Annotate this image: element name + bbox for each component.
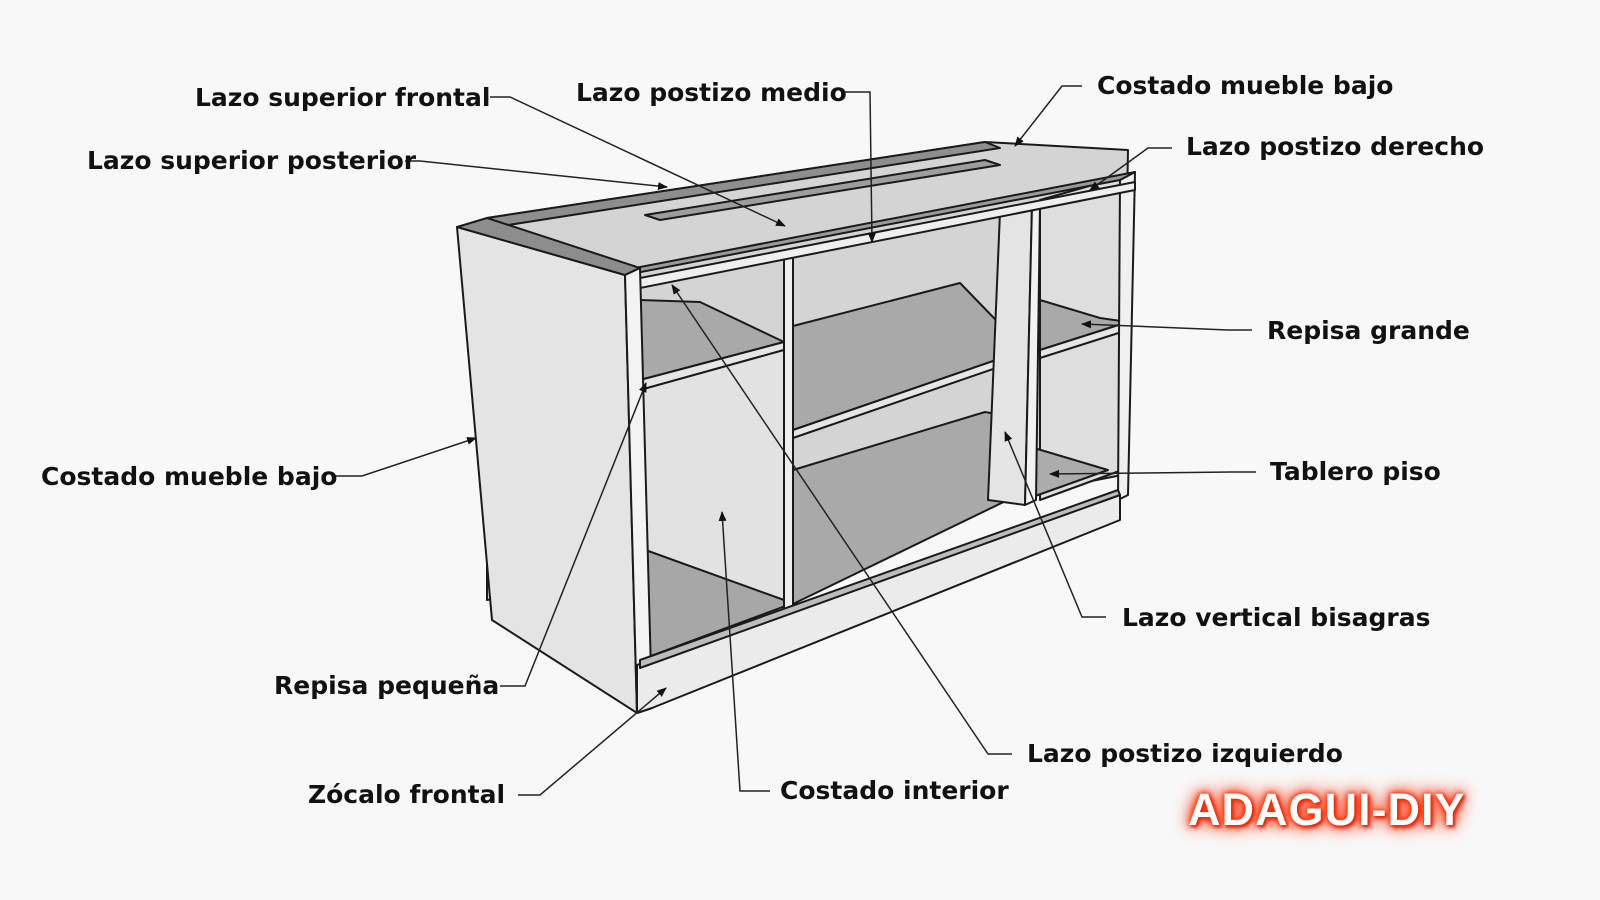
leader-lazo-superior-frontal — [490, 96, 786, 227]
leader-costado-interior — [718, 511, 770, 792]
label-repisa-pequena: Repisa pequeña — [274, 671, 500, 700]
label-lazo-postizo-izquierdo: Lazo postizo izquierdo — [1027, 739, 1343, 768]
leader-lazo-vertical-bisagras — [1004, 431, 1106, 618]
leader-lazo-postizo-derecho — [1089, 147, 1172, 191]
label-lazo-superior-posterior: Lazo superior posterior — [87, 146, 417, 175]
label-lazo-postizo-derecho: Lazo postizo derecho — [1186, 132, 1485, 161]
label-repisa-grande: Repisa grande — [1267, 316, 1470, 345]
label-costado-mueble-bajo-left: Costado mueble bajo — [41, 462, 338, 491]
label-costado-interior: Costado interior — [780, 776, 1009, 805]
right-side-edge — [1117, 171, 1136, 501]
leader-lines — [335, 85, 1256, 796]
leader-costado-mueble-bajo-top — [1014, 85, 1082, 147]
leader-repisa-pequena — [500, 382, 647, 687]
label-lazo-vertical-bisagras: Lazo vertical bisagras — [1122, 603, 1431, 632]
label-lazo-superior-frontal: Lazo superior frontal — [195, 83, 491, 112]
left-outer-side — [456, 226, 638, 714]
brand-watermark: ADAGUI-DIY — [1188, 784, 1466, 835]
leader-lazo-superior-posterior — [405, 160, 668, 191]
label-lazo-postizo-medio: Lazo postizo medio — [576, 78, 847, 107]
leader-zocalo-frontal — [518, 687, 667, 796]
label-costado-mueble-bajo-top: Costado mueble bajo — [1097, 71, 1394, 100]
cabinet-body — [456, 141, 1136, 714]
leader-lazo-postizo-izquierdo — [671, 284, 1012, 755]
leader-tablero-piso — [1049, 469, 1256, 478]
label-zocalo-frontal: Zócalo frontal — [308, 780, 506, 809]
middle-divider — [783, 251, 794, 611]
leader-lazo-postizo-medio — [845, 91, 876, 243]
label-tablero-piso: Tablero piso — [1270, 457, 1441, 486]
front-plinth-top — [639, 489, 1121, 669]
leader-costado-mueble-bajo-left — [335, 437, 477, 477]
leader-repisa-grande — [1081, 320, 1252, 331]
